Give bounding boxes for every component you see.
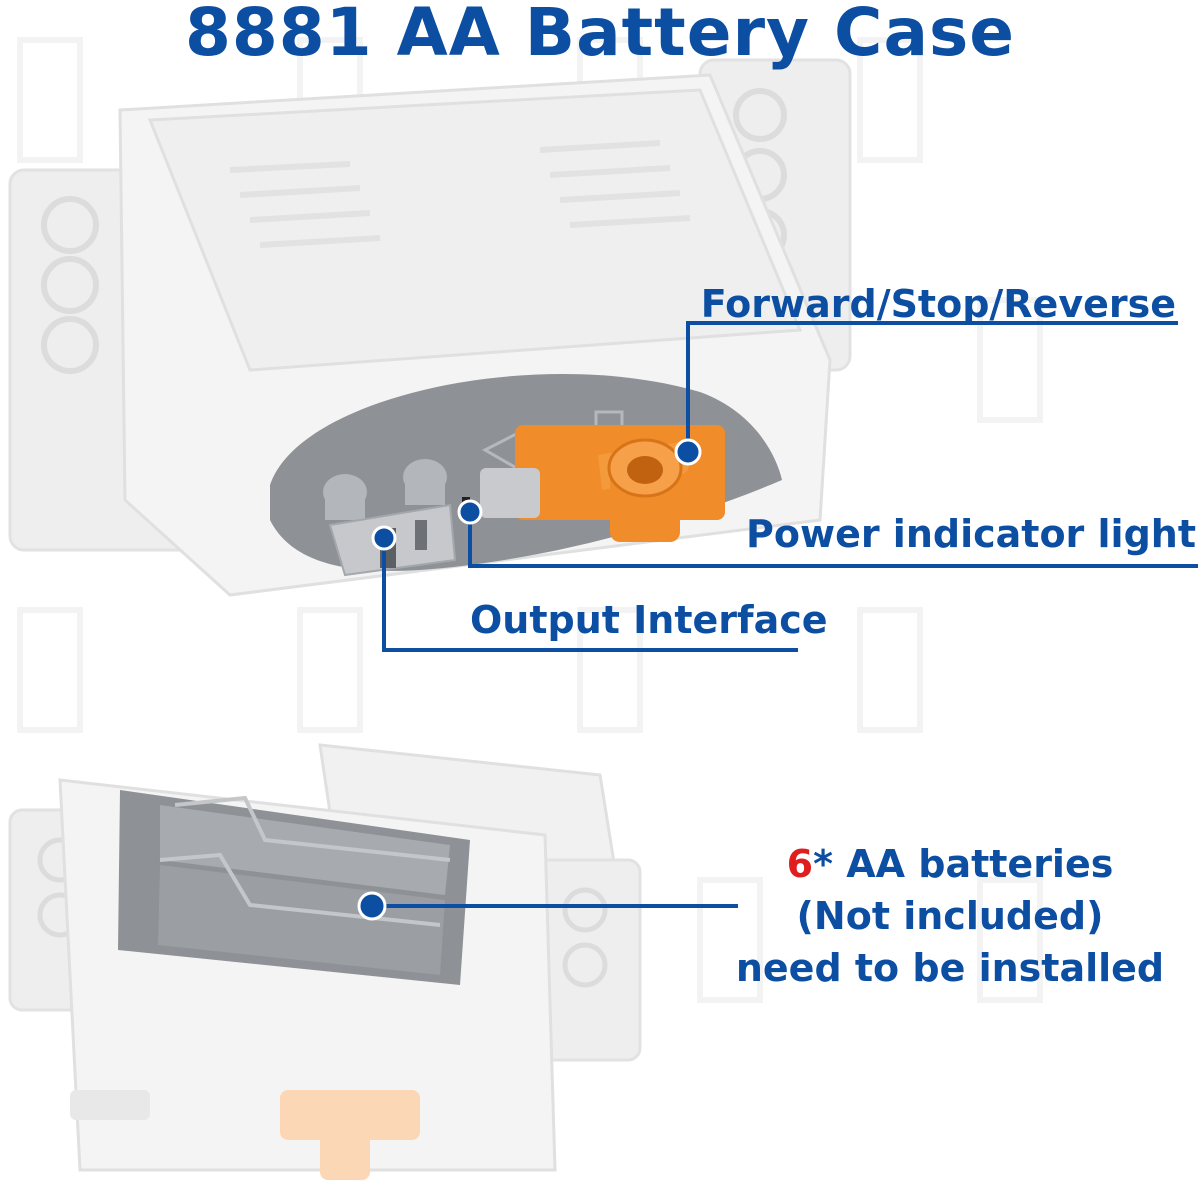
leader-power-indicator bbox=[468, 512, 1198, 568]
batteries-line-3: need to be installed bbox=[735, 946, 1165, 990]
page-title: 8881 AA Battery Case bbox=[184, 0, 1016, 71]
batteries-line-2: (Not included) bbox=[796, 894, 1104, 938]
callout-batteries: 6* AA batteries (Not included) need to b… bbox=[730, 838, 1170, 994]
callout-forward-stop-reverse: Forward/Stop/Reverse bbox=[700, 282, 1176, 326]
batteries-label: * AA batteries bbox=[813, 842, 1114, 886]
callout-output-interface: Output Interface bbox=[470, 598, 828, 642]
top-battery-case bbox=[8, 58, 852, 597]
bottom-battery-case-open bbox=[8, 743, 642, 1180]
leader-output-interface bbox=[382, 538, 798, 652]
battery-count: 6 bbox=[786, 842, 814, 886]
callout-power-indicator-light: Power indicator light bbox=[746, 512, 1196, 556]
callout-dots bbox=[357, 438, 702, 921]
leader-forward-stop-reverse bbox=[686, 321, 1178, 452]
callout-leader-lines bbox=[372, 321, 1198, 908]
batteries-line-1: 6* AA batteries bbox=[730, 838, 1170, 890]
